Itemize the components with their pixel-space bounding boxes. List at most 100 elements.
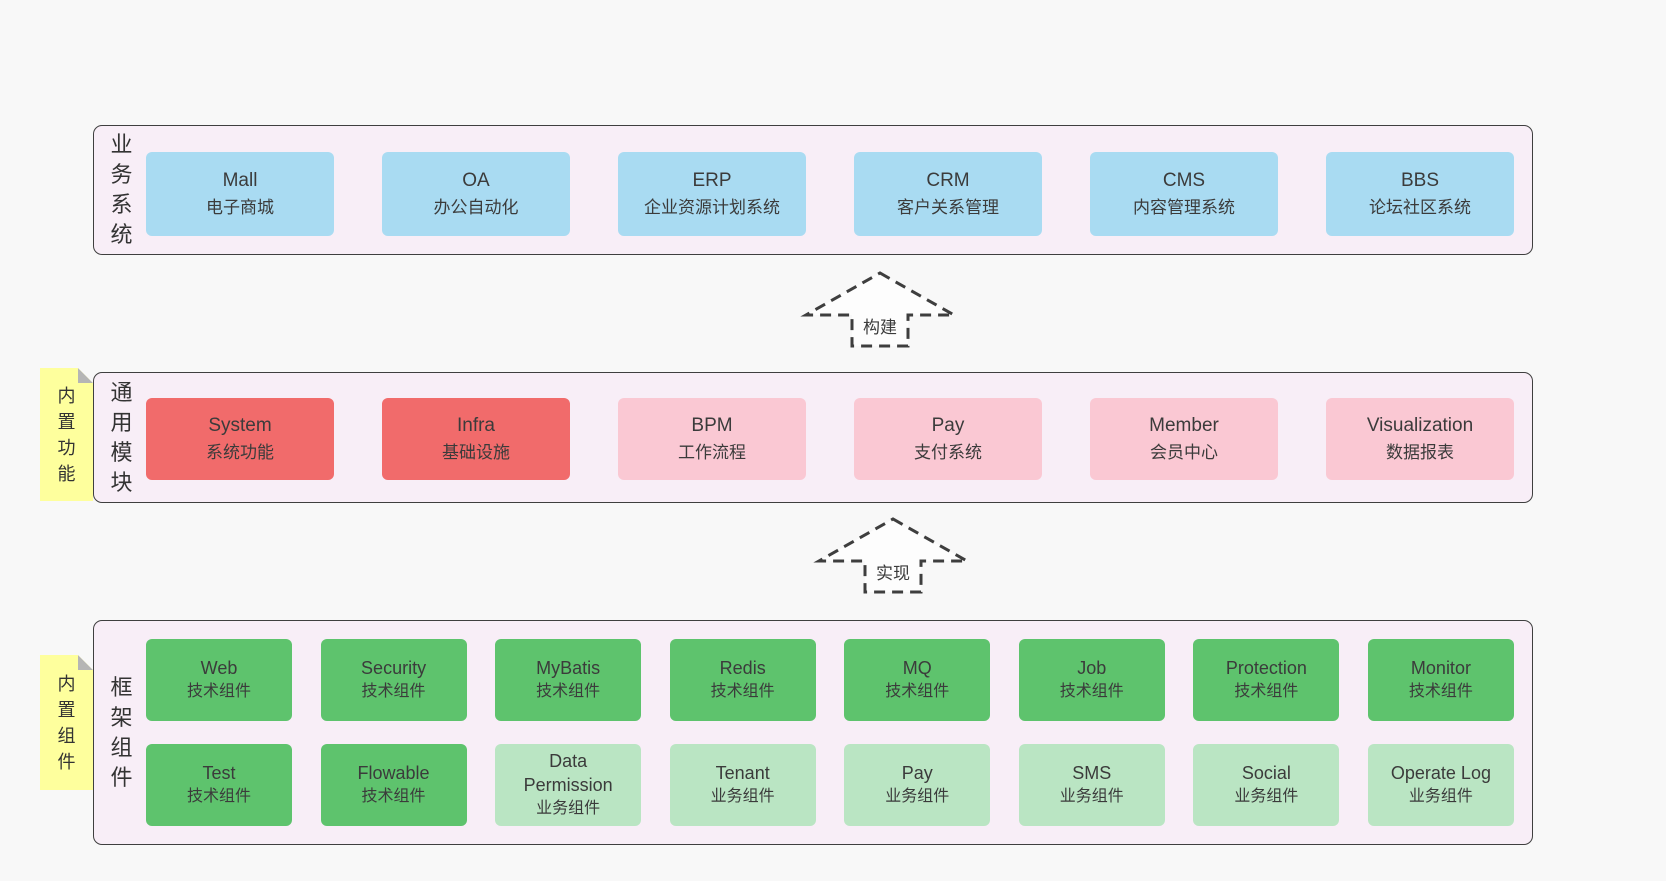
box-sms: SMS 业务组件 — [1018, 744, 1165, 826]
sticky-note-builtin-components: 内置组件 — [40, 655, 93, 790]
box-subtitle: 业务组件 — [1234, 788, 1299, 805]
box-title: Member — [1149, 415, 1219, 436]
arrow-build-label: 构建 — [858, 312, 902, 339]
box-subtitle: 客户关系管理 — [897, 198, 999, 217]
box-member: Member 会员中心 — [1090, 398, 1278, 480]
box-subtitle: 工作流程 — [678, 443, 746, 462]
box-job: Job 技术组件 — [1018, 639, 1165, 721]
box-subtitle: 技术组件 — [361, 683, 426, 700]
box-oa: OA 办公自动化 — [382, 152, 570, 236]
box-subtitle: 业务组件 — [1059, 788, 1124, 805]
box-protection: Protection 技术组件 — [1193, 639, 1340, 721]
layer-common-modules: 通用模块 System 系统功能 Infra 基础设施 BPM 工作流程 Pay… — [93, 372, 1533, 503]
box-subtitle: 系统功能 — [206, 443, 274, 462]
box-subtitle: 业务组件 — [710, 788, 775, 805]
box-title: Protection — [1225, 658, 1307, 678]
box-title: MyBatis — [536, 658, 601, 678]
box-subtitle: 技术组件 — [186, 788, 251, 805]
box-bbs: BBS 论坛社区系统 — [1326, 152, 1514, 236]
box-title: MQ — [902, 658, 932, 678]
box-social: Social 业务组件 — [1193, 744, 1340, 826]
box-subtitle: 技术组件 — [710, 683, 775, 700]
arrow-implement: 实现 — [813, 516, 973, 594]
box-title: Monitor — [1410, 658, 1471, 678]
box-title: BPM — [691, 415, 733, 436]
box-tenant: Tenant 业务组件 — [669, 744, 816, 826]
box-data-permission: Data Permission 业务组件 — [495, 744, 642, 826]
box-mall: Mall 电子商城 — [146, 152, 334, 236]
box-subtitle: 企业资源计划系统 — [644, 198, 780, 217]
box-title: Visualization — [1366, 415, 1474, 436]
box-erp: ERP 企业资源计划系统 — [618, 152, 806, 236]
box-pay-component: Pay 业务组件 — [844, 744, 991, 826]
box-subtitle: 技术组件 — [885, 683, 950, 700]
box-title: OA — [462, 170, 490, 191]
box-subtitle: 办公自动化 — [433, 198, 519, 217]
up-arrow-icon — [800, 271, 960, 348]
box-title: CRM — [926, 170, 970, 191]
box-operate-log: Operate Log 业务组件 — [1367, 744, 1514, 826]
box-redis: Redis 技术组件 — [669, 639, 816, 721]
box-subtitle: 技术组件 — [361, 788, 426, 805]
box-title: Flowable — [357, 763, 430, 783]
layer-label-modules: 通用模块 — [110, 379, 133, 495]
box-mybatis: MyBatis 技术组件 — [495, 639, 642, 721]
box-subtitle: 会员中心 — [1150, 443, 1218, 462]
box-subtitle: 业务组件 — [885, 788, 950, 805]
box-subtitle: 技术组件 — [1408, 683, 1473, 700]
layer-label-business: 业务系统 — [110, 132, 133, 247]
box-title: SMS — [1072, 763, 1112, 783]
box-visualization: Visualization 数据报表 — [1326, 398, 1514, 480]
box-subtitle: 基础设施 — [442, 443, 510, 462]
box-title: Tenant — [715, 763, 770, 783]
layer-label-components: 框架组件 — [110, 674, 133, 790]
box-pay: Pay 支付系统 — [854, 398, 1042, 480]
note-fold-icon — [78, 368, 93, 383]
box-title: Pay — [901, 763, 933, 783]
box-title: CMS — [1162, 170, 1206, 191]
sticky-note-builtin-features: 内置功能 — [40, 368, 93, 501]
box-title: ERP — [692, 170, 732, 191]
note-label: 内置组件 — [57, 673, 76, 772]
box-title: BBS — [1400, 170, 1440, 191]
box-title: Data Permission — [523, 751, 613, 795]
box-flowable: Flowable 技术组件 — [320, 744, 467, 826]
box-title: Web — [200, 658, 238, 678]
box-subtitle: 技术组件 — [536, 683, 601, 700]
box-title: Test — [202, 763, 236, 783]
box-subtitle: 电子商城 — [206, 198, 274, 217]
box-title: Mall — [222, 170, 258, 191]
box-mq: MQ 技术组件 — [844, 639, 991, 721]
box-cms: CMS 内容管理系统 — [1090, 152, 1278, 236]
box-title: Redis — [719, 658, 766, 678]
note-label: 内置功能 — [57, 385, 76, 484]
box-title: Security — [361, 658, 427, 678]
box-title: Infra — [456, 415, 496, 436]
box-title: Operate Log — [1390, 763, 1491, 783]
box-subtitle: 业务组件 — [536, 800, 601, 817]
box-subtitle: 技术组件 — [186, 683, 251, 700]
module-boxes: System 系统功能 Infra 基础设施 BPM 工作流程 Pay 支付系统… — [146, 398, 1514, 480]
arrow-implement-label: 实现 — [871, 558, 915, 585]
box-test: Test 技术组件 — [146, 744, 292, 826]
box-system: System 系统功能 — [146, 398, 334, 480]
box-subtitle: 支付系统 — [914, 443, 982, 462]
box-subtitle: 技术组件 — [1059, 683, 1124, 700]
box-subtitle: 内容管理系统 — [1133, 198, 1235, 217]
business-boxes: Mall 电子商城 OA 办公自动化 ERP 企业资源计划系统 CRM 客户关系… — [146, 152, 1514, 236]
box-subtitle: 论坛社区系统 — [1369, 198, 1471, 217]
component-boxes-row1: Web 技术组件 Security 技术组件 MyBatis 技术组件 Redi… — [146, 639, 1514, 721]
box-subtitle: 数据报表 — [1386, 443, 1454, 462]
component-boxes-row2: Test 技术组件 Flowable 技术组件 Data Permission … — [146, 744, 1514, 826]
box-title: Job — [1077, 658, 1107, 678]
note-fold-icon — [78, 655, 93, 670]
box-subtitle: 技术组件 — [1234, 683, 1299, 700]
box-web: Web 技术组件 — [146, 639, 292, 721]
box-title: System — [208, 415, 272, 436]
layer-framework-components: 框架组件 Web 技术组件 Security 技术组件 MyBatis 技术组件… — [93, 620, 1533, 845]
box-crm: CRM 客户关系管理 — [854, 152, 1042, 236]
box-monitor: Monitor 技术组件 — [1367, 639, 1514, 721]
layer-business-systems: 业务系统 Mall 电子商城 OA 办公自动化 ERP 企业资源计划系统 CRM… — [93, 125, 1533, 255]
box-subtitle: 业务组件 — [1408, 788, 1473, 805]
